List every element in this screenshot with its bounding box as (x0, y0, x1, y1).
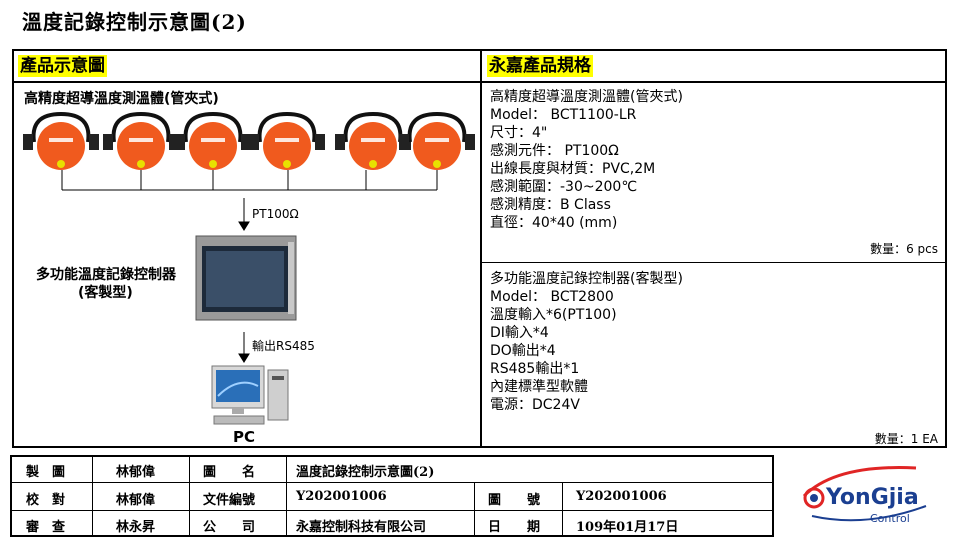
output-label: 輸出RS485 (252, 339, 315, 353)
spec-line: 溫度輸入*6(PT100) (490, 307, 617, 323)
spec-line: 出線長度與材質：PVC,2M (490, 161, 656, 177)
spec-controller-qty: 數量：1 EA (874, 432, 938, 446)
sensor-2 (101, 112, 181, 172)
spec-line: 高精度超導溫度測溫體(管夾式) (490, 89, 683, 105)
signal-label: PT100Ω (252, 207, 299, 221)
cell-date-label: 日 期 (488, 520, 541, 535)
panel-divider (480, 49, 482, 448)
controller-sublabel: (客製型) (78, 285, 133, 301)
page-title: 溫度記錄控制示意圖(2) (22, 10, 247, 34)
spec-sensor-qty: 數量：6 pcs (870, 242, 938, 256)
cell-date: 109年01月17日 (576, 520, 679, 535)
sensor-3 (173, 112, 253, 172)
sensor-bus (61, 170, 438, 363)
spec-line: 直徑：40*40 (mm) (490, 215, 618, 231)
cell-drawing-name-label: 圖 名 (203, 465, 256, 480)
table-rule (189, 455, 190, 537)
spec-line: 內建標準型軟體 (490, 379, 588, 395)
cell-reviewed-by-label: 審 查 (26, 520, 66, 535)
pc-image (211, 365, 289, 425)
right-panel-header: 永嘉產品規格 (487, 55, 593, 77)
spec-line: DI輸入*4 (490, 325, 549, 341)
spec-line: Model： BCT2800 (490, 289, 614, 305)
yongjia-logo: YonGjia Control (802, 466, 927, 525)
logo-sub: Control (870, 512, 910, 525)
cell-checked-by-label: 校 對 (26, 493, 66, 508)
cell-drawing-no: Y202001006 (576, 489, 667, 504)
table-rule (286, 455, 287, 537)
cell-company-label: 公 司 (203, 520, 256, 535)
table-rule (92, 455, 93, 537)
cell-reviewed-by: 林永昇 (116, 520, 156, 535)
pc-label: PC (233, 428, 256, 446)
spec-line: RS485輸出*1 (490, 361, 580, 377)
diagram-canvas (21, 112, 476, 425)
cell-company: 永嘉控制科技有限公司 (296, 520, 427, 535)
cell-drawing-name: 溫度記錄控制示意圖(2) (296, 465, 435, 480)
sensor-1 (21, 112, 101, 172)
table-rule (10, 482, 774, 483)
spec-line: 電源：DC24V (490, 397, 580, 413)
spec-line: 感測範圍：-30~200℃ (490, 179, 638, 195)
main-frame (12, 49, 947, 448)
controller-image (195, 235, 297, 321)
cell-drawing-no-label: 圖 號 (488, 493, 541, 508)
cell-drawn-by: 林郁偉 (116, 465, 156, 480)
table-rule (10, 510, 774, 511)
sensor-title: 高精度超導溫度測溫體(管夾式) (24, 91, 219, 107)
spec-divider (481, 262, 947, 263)
spec-sensor: 高精度超導溫度測溫體(管夾式) Model： BCT1100-LR 尺寸：4" … (490, 88, 683, 232)
cell-doc-no: Y202001006 (296, 489, 387, 504)
spec-line: 多功能溫度記錄控制器(客製型) (490, 271, 683, 287)
spec-line: DO輸出*4 (490, 343, 556, 359)
cell-drawn-by-label: 製 圖 (26, 465, 66, 480)
spec-line: 尺寸：4" (490, 125, 548, 141)
sensor-4 (247, 112, 327, 172)
logo-brand: YonGjia (825, 485, 919, 510)
title-block (10, 455, 774, 537)
header-divider (12, 81, 947, 83)
cell-doc-no-label: 文件編號 (203, 493, 256, 508)
spec-line: Model： BCT1100-LR (490, 107, 637, 123)
spec-line: 感測精度：B Class (490, 197, 611, 213)
left-panel-header: 產品示意圖 (18, 55, 107, 77)
table-rule (562, 483, 563, 537)
spec-controller: 多功能溫度記錄控制器(客製型) Model： BCT2800 溫度輸入*6(PT… (490, 270, 683, 414)
controller-label: 多功能溫度記錄控制器 (36, 267, 176, 283)
table-rule (474, 483, 475, 537)
cell-checked-by: 林郁偉 (116, 493, 156, 508)
spec-line: 感測元件： PT100Ω (490, 143, 619, 159)
